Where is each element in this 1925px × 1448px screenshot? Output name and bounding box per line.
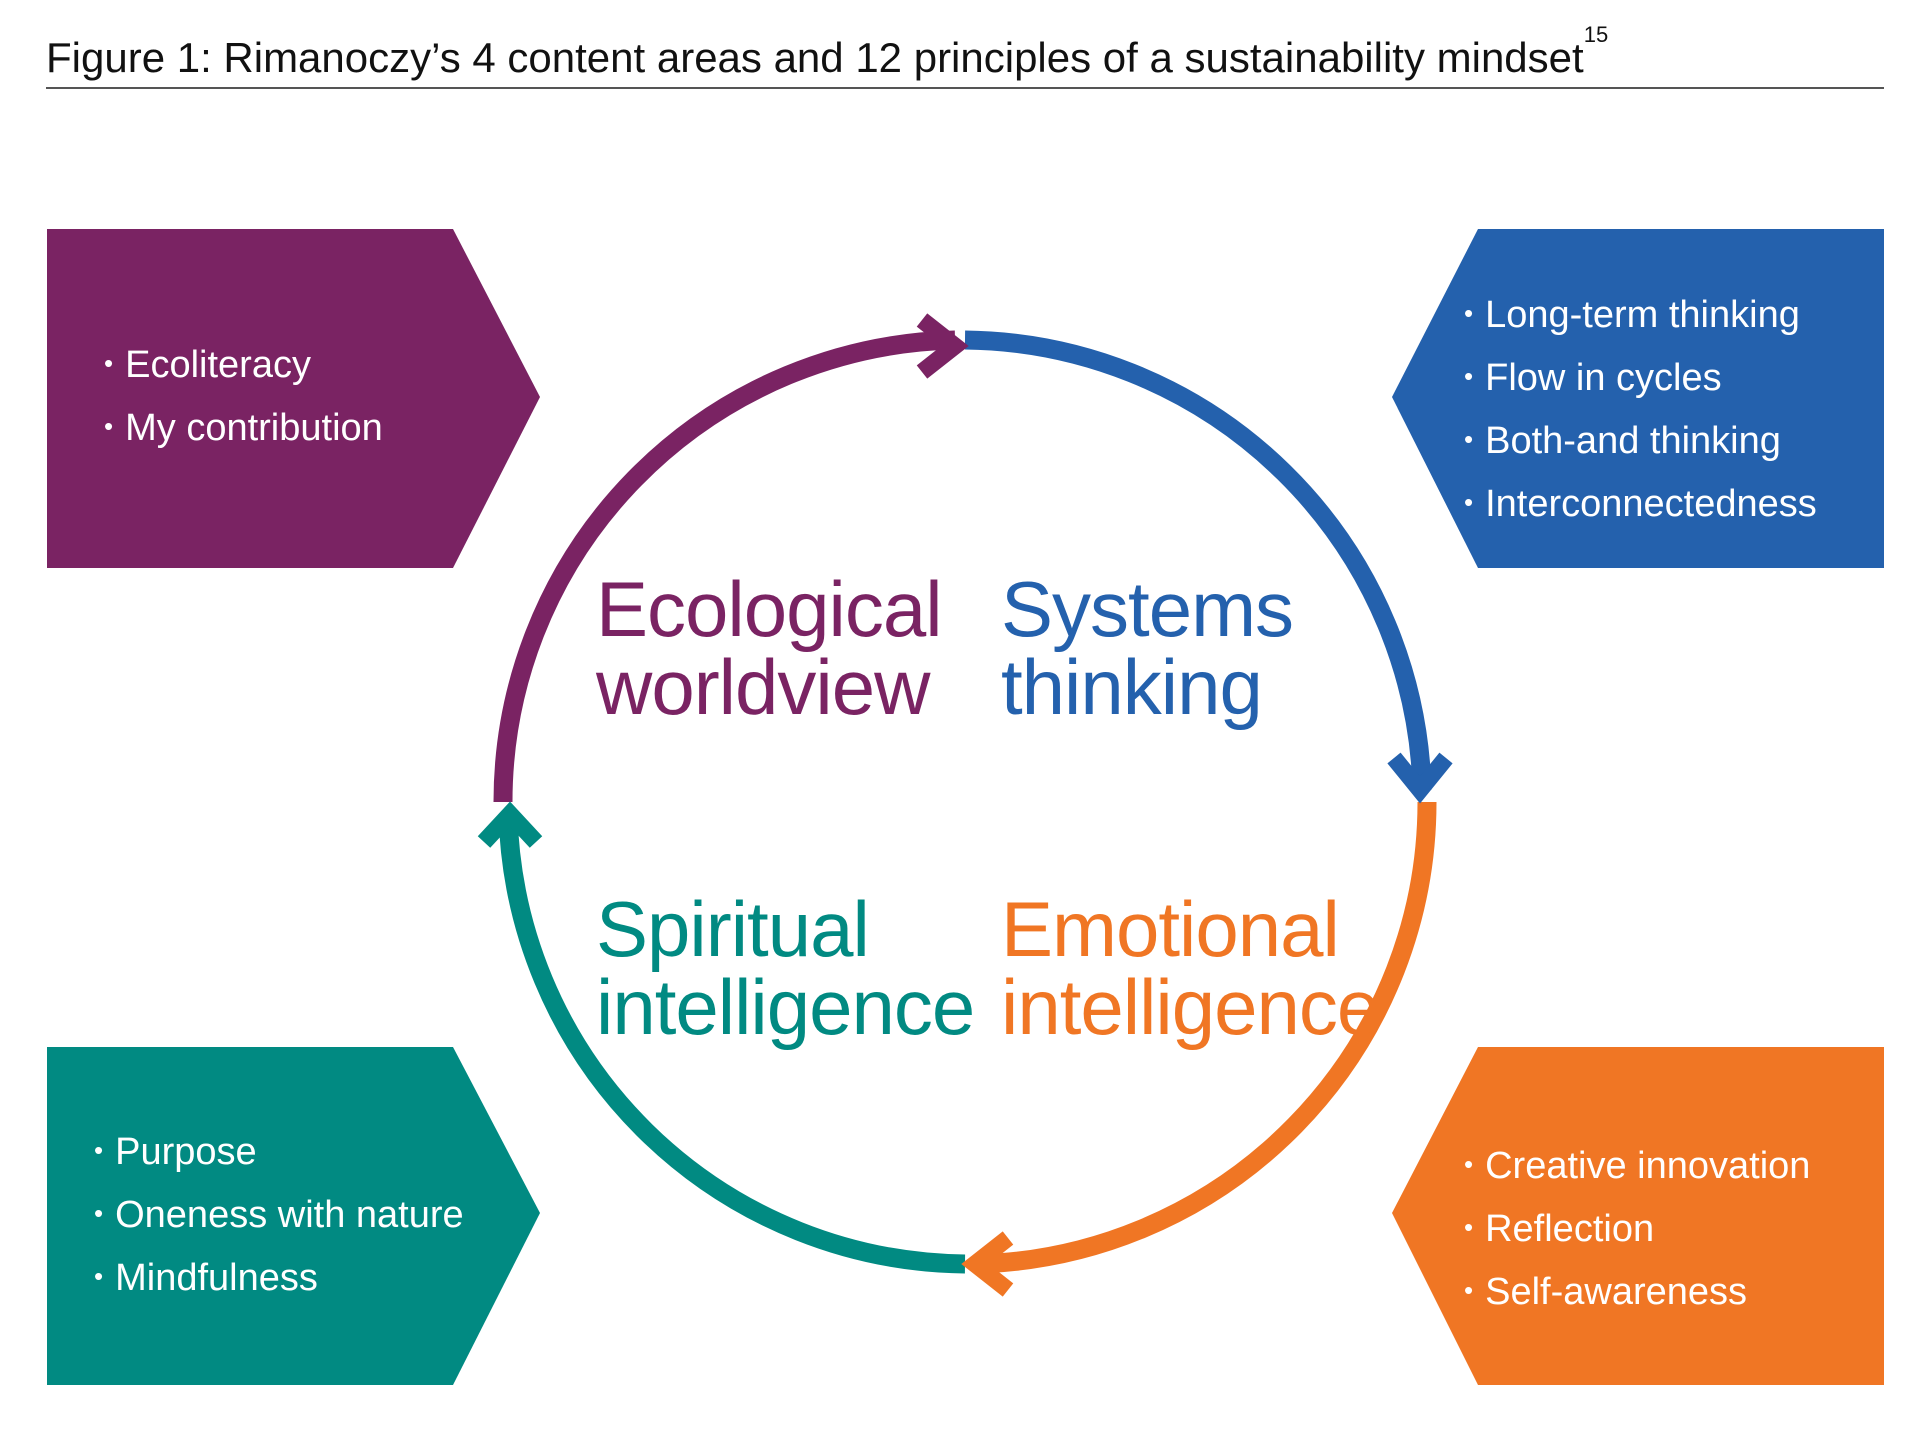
principle-item: Interconnectedness xyxy=(1464,474,1817,537)
area-label-line: intelligence xyxy=(596,963,975,1051)
emotional-principles: Creative innovation Reflection Self-awar… xyxy=(1464,1136,1810,1325)
principle-item: Mindfulness xyxy=(94,1248,464,1311)
title-divider xyxy=(46,87,1884,89)
area-label-line: Spiritual xyxy=(596,885,870,973)
spiritual-principles: Purpose Oneness with nature Mindfulness xyxy=(94,1122,464,1311)
principle-item: Flow in cycles xyxy=(1464,348,1817,411)
ecological-arrowhead-icon xyxy=(916,313,969,379)
area-label-line: Ecological xyxy=(596,565,943,653)
footnote-marker: 15 xyxy=(1583,22,1609,47)
emotional-arc xyxy=(974,801,1437,1274)
spiritual-arc xyxy=(498,813,966,1274)
spiritual-intelligence-label: Spiritual intelligence xyxy=(596,885,975,1051)
area-label-line: thinking xyxy=(1001,643,1263,731)
principle-item: Ecoliteracy xyxy=(104,335,383,398)
ecological-arc xyxy=(493,330,956,803)
principle-item: Both-and thinking xyxy=(1464,411,1817,474)
ecological-worldview-label: Ecological worldview xyxy=(596,565,943,731)
ecological-principles: Ecoliteracy My contribution xyxy=(104,335,383,461)
area-label-line: Emotional xyxy=(1001,885,1340,973)
principle-item: Self-awareness xyxy=(1464,1262,1810,1325)
systems-arrowhead-icon xyxy=(1387,752,1453,804)
principle-item: Reflection xyxy=(1464,1199,1810,1262)
principle-item: Long-term thinking xyxy=(1464,285,1817,348)
figure-title-text: Figure 1: Rimanoczy’s 4 content areas an… xyxy=(46,34,1584,81)
systems-arc xyxy=(964,330,1432,791)
systems-principles: Long-term thinking Flow in cycles Both-a… xyxy=(1464,285,1817,537)
area-label-line: Systems xyxy=(1001,565,1294,653)
figure-title: Figure 1: Rimanoczy’s 4 content areas an… xyxy=(46,24,1608,86)
principle-item: Creative innovation xyxy=(1464,1136,1810,1199)
emotional-arrowhead-icon xyxy=(961,1231,1014,1297)
spiritual-arrowhead-icon xyxy=(477,801,543,848)
area-label-line: intelligence xyxy=(1001,963,1380,1051)
principle-item: My contribution xyxy=(104,398,383,461)
area-label-line: worldview xyxy=(596,643,930,731)
systems-thinking-label: Systems thinking xyxy=(1001,565,1294,731)
principle-item: Oneness with nature xyxy=(94,1185,464,1248)
principle-item: Purpose xyxy=(94,1122,464,1185)
emotional-intelligence-label: Emotional intelligence xyxy=(1001,885,1380,1051)
